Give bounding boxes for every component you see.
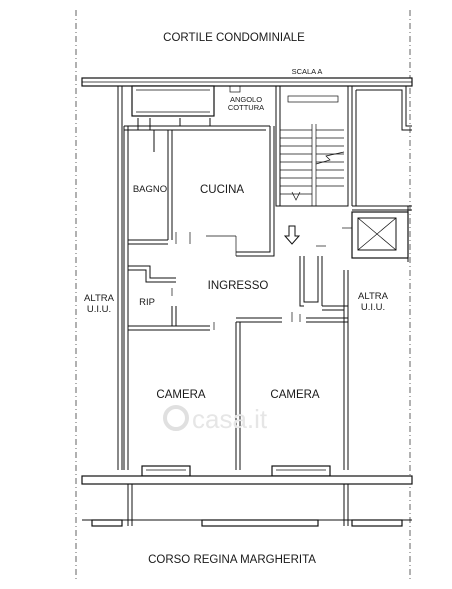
entrance-label: INGRESSO [208,280,269,292]
storage-label: RIP [139,297,155,308]
bedroom-right-label: CAMERA [270,389,320,401]
bathroom-label: BAGNO [133,184,167,195]
watermark-text: casa.it [192,404,268,434]
watermark-logo: casa.it [163,404,268,434]
street-label: CORSO REGINA MARGHERITA [148,554,316,566]
bathroom-kitchen-wall [128,130,237,256]
cooking-corner-label-line1: ANGOLO [230,95,262,104]
storage-walls [128,265,177,326]
entrance-walls [299,245,348,311]
stair-label: SCALA A [292,67,323,76]
other-unit-left-label-line1: ALTRA [84,293,115,304]
courtyard-label: CORTILE CONDOMINIALE [163,32,305,44]
other-unit-right-label-line2: U.I.U. [361,302,385,313]
kitchen-label: CUCINA [200,184,244,196]
other-unit-left-label-line2: U.I.U. [87,304,111,315]
entrance-arrow-icon [283,225,301,245]
bedroom-left-label: CAMERA [156,389,206,401]
elevator-shaft [342,211,409,259]
other-unit-right-label-line1: ALTRA [358,291,389,302]
bottom-external-wall [81,475,413,527]
right-neighbour-walls [351,85,412,262]
stair-break-line [315,151,345,165]
stair-direction-arrow [291,191,301,201]
top-windows [137,118,211,130]
stairwell [275,85,349,207]
apartment-outer-walls [123,125,349,470]
left-neighbour-walls [82,85,123,470]
bedroom-top-wall [128,312,348,470]
stair-steps [280,129,344,195]
top-balcony [131,85,241,117]
cooking-corner-label-line2: COTTURA [228,103,264,112]
top-external-wall [81,77,413,87]
